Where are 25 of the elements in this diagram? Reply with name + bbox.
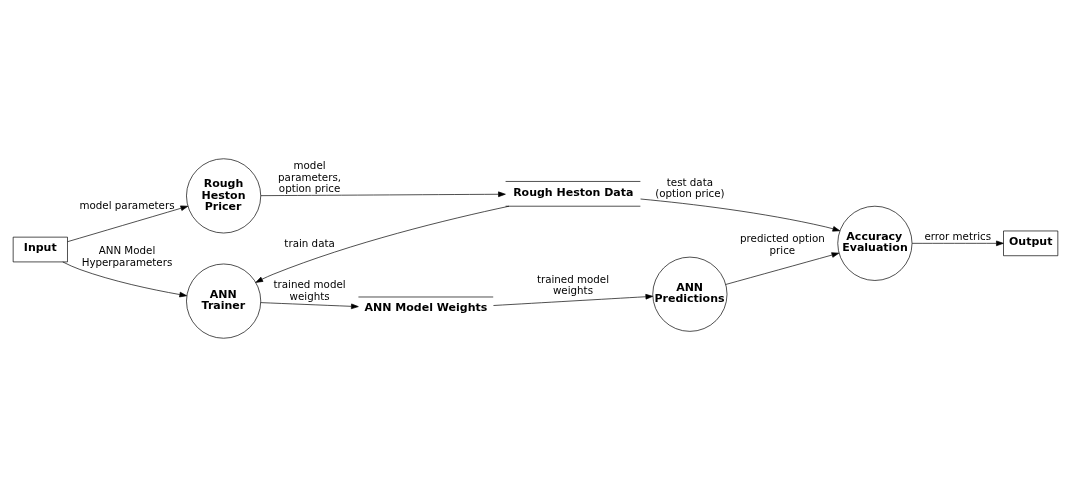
arrow bbox=[640, 198, 841, 232]
node-circle: Rough Heston Pricer bbox=[186, 158, 262, 234]
arrow bbox=[67, 205, 189, 242]
edge-label: ANN Model Hyperparameters bbox=[81, 244, 173, 269]
edge-label: predicted option price bbox=[740, 231, 825, 256]
node-text: Rough Heston Data bbox=[513, 185, 634, 199]
node-box: Output bbox=[1003, 230, 1059, 257]
arrow bbox=[260, 302, 359, 310]
edge-label: error metrics bbox=[924, 229, 992, 242]
node-circle: ANN Predictions bbox=[652, 256, 728, 332]
node-circle: Accuracy Evaluation bbox=[837, 205, 913, 281]
arrow bbox=[255, 205, 510, 283]
edge-label: model parameters, option price bbox=[278, 159, 342, 195]
arrow bbox=[911, 240, 1004, 247]
edge-label: model parameters bbox=[79, 198, 175, 211]
edge-label: trained model weights bbox=[273, 278, 346, 302]
edge-label: trained model weights bbox=[536, 272, 610, 297]
node-box: Input bbox=[12, 236, 68, 263]
node-text: ANN Model Weights bbox=[364, 301, 488, 315]
edge-label: test data (option price) bbox=[655, 175, 725, 200]
arrow bbox=[260, 191, 506, 197]
arrow bbox=[62, 261, 187, 298]
edge-label: train data bbox=[284, 236, 335, 249]
arrow bbox=[725, 252, 840, 285]
arrow bbox=[493, 294, 654, 306]
